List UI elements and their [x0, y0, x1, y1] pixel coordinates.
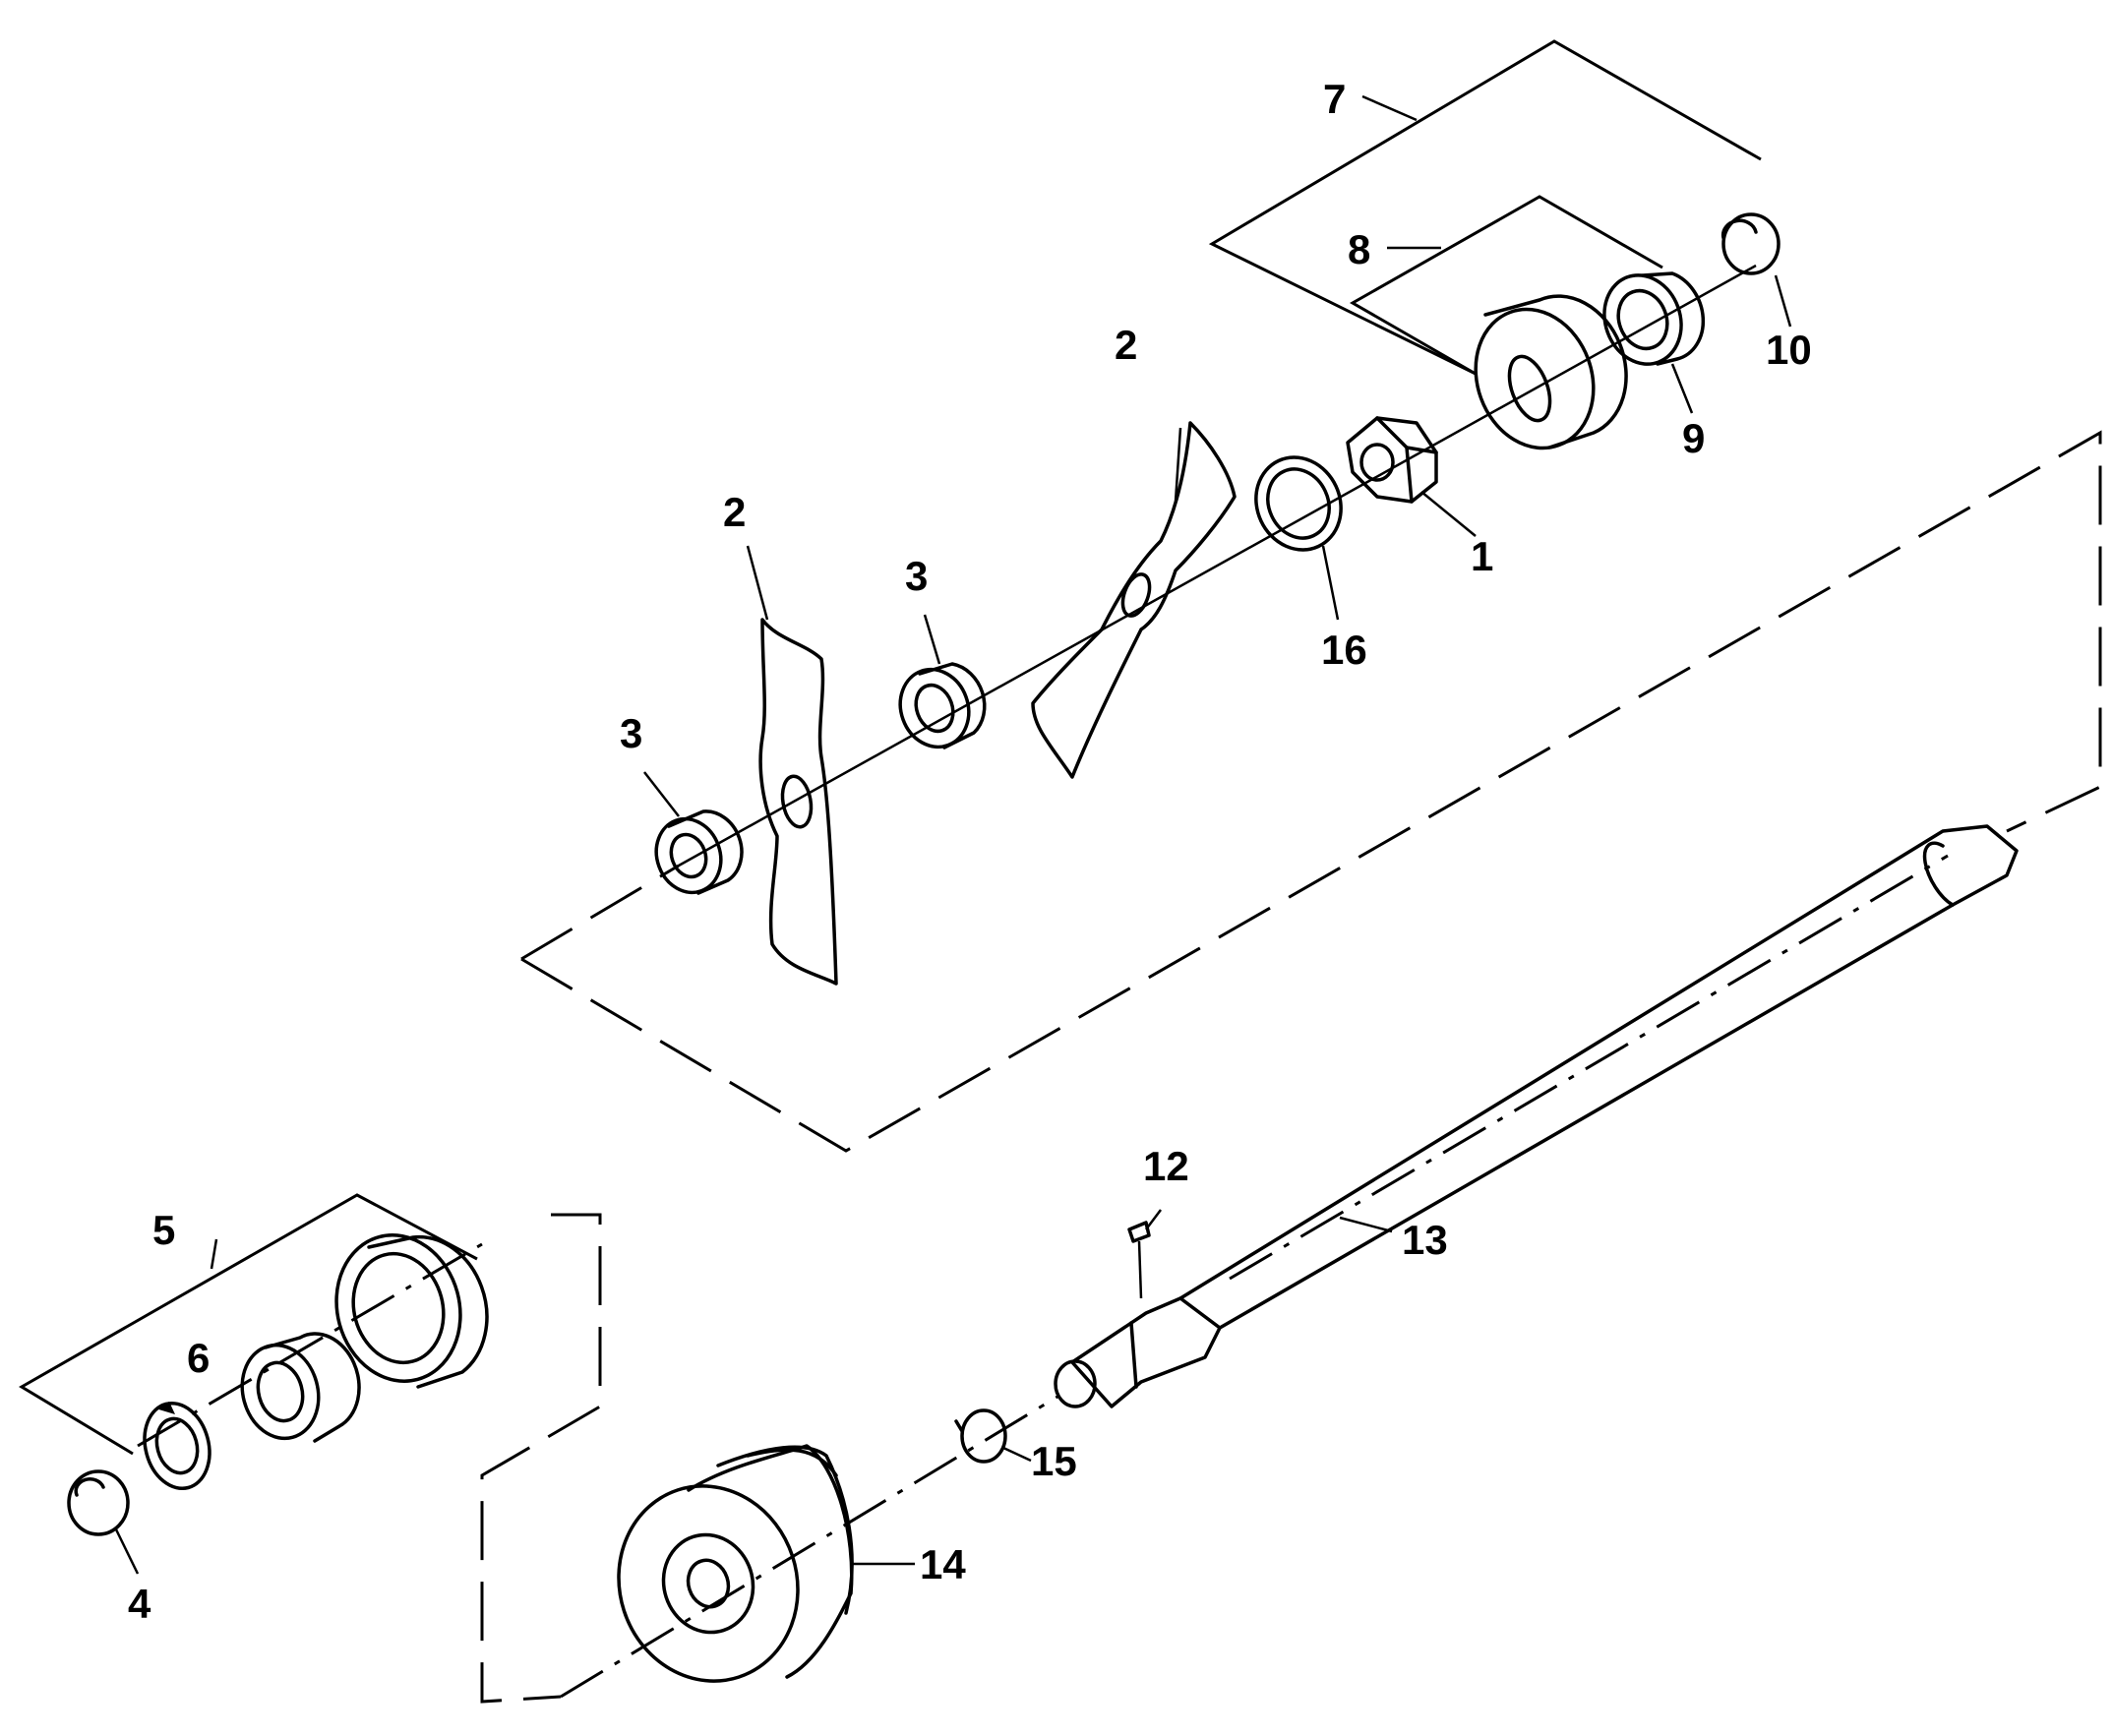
callout-7: 7 — [1323, 76, 1346, 122]
hex-nut-1 — [1346, 416, 1438, 504]
callout-10: 10 — [1766, 327, 1812, 373]
housing-5-outer — [334, 1233, 489, 1389]
bracket-5 — [19, 1193, 478, 1456]
upper-center-axis — [678, 264, 1757, 868]
pulley-14 — [617, 1444, 854, 1683]
callout-13: 13 — [1402, 1217, 1448, 1263]
end-cap-10 — [1721, 212, 1781, 275]
leader-lines — [114, 94, 1792, 1575]
blade-2-right — [1031, 421, 1237, 779]
callout-4: 4 — [128, 1581, 151, 1627]
callout-1: 1 — [1471, 533, 1493, 579]
washer-6 — [143, 1401, 211, 1491]
lower-assembly-dashed-outline — [480, 1213, 602, 1704]
callout-14: 14 — [920, 1541, 966, 1587]
bracket-7 — [1208, 39, 1762, 376]
callout-8: 8 — [1348, 226, 1370, 272]
upper-assembly-dashed-outline — [520, 430, 2102, 1153]
callout-5: 5 — [152, 1207, 175, 1253]
spacer-3-middle — [898, 662, 987, 749]
callout-9: 9 — [1682, 415, 1705, 461]
bearing-housing-8 — [1474, 294, 1628, 450]
callout-16: 16 — [1321, 627, 1367, 673]
callout-3b: 3 — [905, 553, 928, 599]
callout-2a: 2 — [723, 489, 746, 535]
callout-6: 6 — [187, 1335, 210, 1381]
callout-2b: 2 — [1115, 322, 1137, 368]
bearing-5-inner — [240, 1332, 361, 1443]
spacer-3-left — [654, 809, 744, 895]
washer-16 — [1254, 455, 1343, 552]
key-12 — [1127, 1221, 1151, 1299]
callout-12: 12 — [1143, 1143, 1189, 1189]
ball-bearing-9 — [1602, 271, 1706, 366]
callout-3a: 3 — [620, 710, 642, 756]
blade-2-left — [758, 618, 838, 986]
upper-axis-dashed-left — [520, 864, 680, 961]
callout-15: 15 — [1031, 1438, 1077, 1484]
retaining-ring-15 — [954, 1408, 1007, 1464]
cap-4 — [67, 1469, 130, 1536]
shaft-13 — [1054, 824, 2019, 1408]
lower-center-axis — [560, 1395, 1058, 1699]
bracket-8 — [1349, 195, 1663, 376]
callouts: 7 8 10 9 2 1 16 2 3 3 12 13 15 14 5 6 4 — [128, 76, 1812, 1627]
